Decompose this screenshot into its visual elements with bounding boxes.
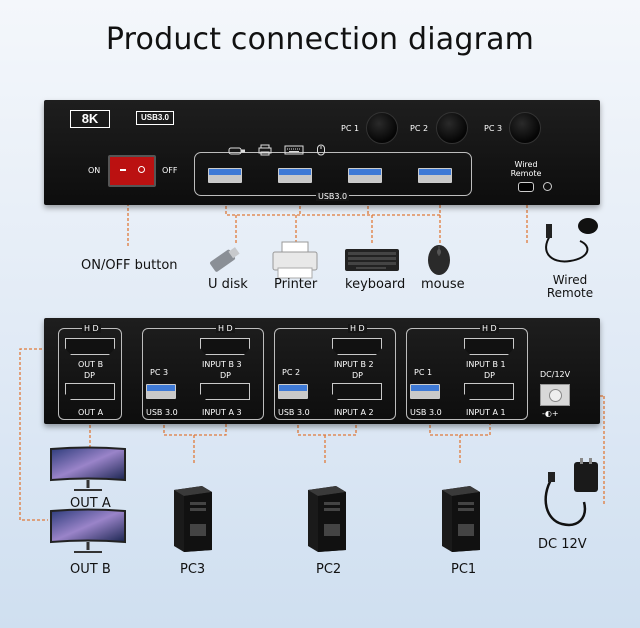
udisk-device-icon [210, 247, 240, 272]
monitor-out-a-icon [50, 446, 126, 491]
pc3-group-bracket [142, 328, 264, 420]
pc3-usb-port[interactable] [146, 384, 176, 399]
pc1-hdmi-label: INPUT B 1 [466, 360, 506, 369]
pc2-button[interactable] [436, 112, 468, 144]
callout-out-a: OUT A [70, 496, 111, 511]
pc1-dp-label: DP [484, 371, 495, 380]
front-usb-port-2[interactable] [278, 168, 312, 183]
pc1-usb-label: USB 3.0 [410, 408, 442, 417]
remote-port[interactable] [518, 182, 534, 192]
pc1-tower-icon [442, 486, 480, 552]
pc2-hdmi-label: INPUT B 2 [334, 360, 374, 369]
pc1-button[interactable] [366, 112, 398, 144]
pc1-hd-label: H D [480, 324, 499, 333]
front-usb-port-1[interactable] [208, 168, 242, 183]
front-usb-port-3[interactable] [348, 168, 382, 183]
pc3-usb-label: USB 3.0 [146, 408, 178, 417]
power-off-label: OFF [162, 166, 178, 175]
out-a-label: OUT A [78, 408, 104, 417]
pc2-hd-label: H D [348, 324, 367, 333]
pc3-hdmi-label: INPUT B 3 [202, 360, 242, 369]
pc3-dp-label: DP [220, 371, 231, 380]
out-hd-label: H D [82, 324, 101, 333]
pc2-usb-port[interactable] [278, 384, 308, 399]
mouse-device-icon [428, 245, 450, 275]
power-switch[interactable] [108, 155, 156, 187]
keyboard-device-icon [345, 249, 399, 271]
callout-udisk: U disk [208, 277, 248, 292]
printer-device-icon [272, 241, 318, 279]
pc2-dp-port[interactable] [332, 383, 382, 400]
pc1-button-label: PC 1 [341, 124, 360, 133]
dc-power-port[interactable] [540, 384, 570, 406]
callout-pc1: PC1 [451, 562, 477, 577]
udisk-icon [228, 147, 245, 155]
pc3-button[interactable] [509, 112, 541, 144]
callout-keyboard: keyboard [345, 277, 406, 292]
pc2-dp-label: DP [352, 371, 363, 380]
printer-icon [258, 144, 272, 156]
callout-pc3: PC3 [180, 562, 206, 577]
mouse-icon [317, 144, 325, 156]
pc2-hdmi-port[interactable] [332, 338, 382, 355]
keyboard-icon [284, 145, 304, 155]
callout-mouse: mouse [421, 277, 465, 292]
pc3-usb-pc-label: PC 3 [150, 368, 169, 377]
front-usb-port-4[interactable] [418, 168, 452, 183]
callout-pc2: PC2 [316, 562, 342, 577]
power-switch-on-mark [120, 169, 126, 171]
pc1-usb-pc-label: PC 1 [414, 368, 433, 377]
badge-usb3: USB3.0 [136, 111, 174, 125]
callout-wired-remote: Wired Remote [546, 273, 594, 300]
pc3-dp-port[interactable] [200, 383, 250, 400]
pc2-tower-icon [308, 486, 346, 552]
callout-dc-12v: DC 12V [538, 537, 587, 552]
out-b-hdmi-port[interactable] [65, 338, 115, 355]
pc2-button-label: PC 2 [410, 124, 429, 133]
pc2-usb-label: USB 3.0 [278, 408, 310, 417]
monitor-out-b-icon [50, 508, 126, 553]
callout-out-b: OUT B [70, 562, 111, 577]
remote-port-symbol-icon [543, 182, 552, 191]
pc1-dp-input-label: INPUT A 1 [466, 408, 506, 417]
back-panel: H D OUT B DP OUT A H D PC 3 USB 3.0 INPU… [44, 318, 600, 424]
dc-label: DC/12V [540, 370, 571, 379]
pc2-usb-pc-label: PC 2 [282, 368, 301, 377]
pc3-hdmi-port[interactable] [200, 338, 250, 355]
pc1-dp-port[interactable] [464, 383, 514, 400]
badge-8k: 8K [70, 110, 110, 128]
dc-port-hole [549, 389, 562, 402]
power-adapter-icon [544, 458, 598, 527]
out-a-dp-port[interactable] [65, 383, 115, 400]
pc3-dp-input-label: INPUT A 3 [202, 408, 242, 417]
dc-polarity-label: -◐+ [542, 409, 559, 418]
callout-printer: Printer [274, 277, 318, 292]
page-title: Product connection diagram [105, 22, 535, 57]
wired-remote-port-label: Wired Remote [510, 160, 542, 178]
wired-remote-device-icon [545, 218, 598, 263]
out-b-label: OUT B [78, 360, 104, 369]
pc1-hdmi-port[interactable] [464, 338, 514, 355]
callout-power-button: ON/OFF button [81, 258, 178, 273]
out-dp-label: DP [84, 371, 95, 380]
pc2-dp-input-label: INPUT A 2 [334, 408, 374, 417]
pc1-group-bracket [406, 328, 528, 420]
pc2-group-bracket [274, 328, 396, 420]
front-usb-label: USB3.0 [316, 192, 350, 201]
power-switch-off-mark [138, 166, 145, 173]
pc3-tower-icon [174, 486, 212, 552]
pc3-button-label: PC 3 [484, 124, 503, 133]
power-on-label: ON [88, 166, 101, 175]
pc1-usb-port[interactable] [410, 384, 440, 399]
pc3-hd-label: H D [216, 324, 235, 333]
front-panel: 8K USB3.0 ON OFF PC 1 PC 2 PC 3 USB3.0 W… [44, 100, 600, 205]
